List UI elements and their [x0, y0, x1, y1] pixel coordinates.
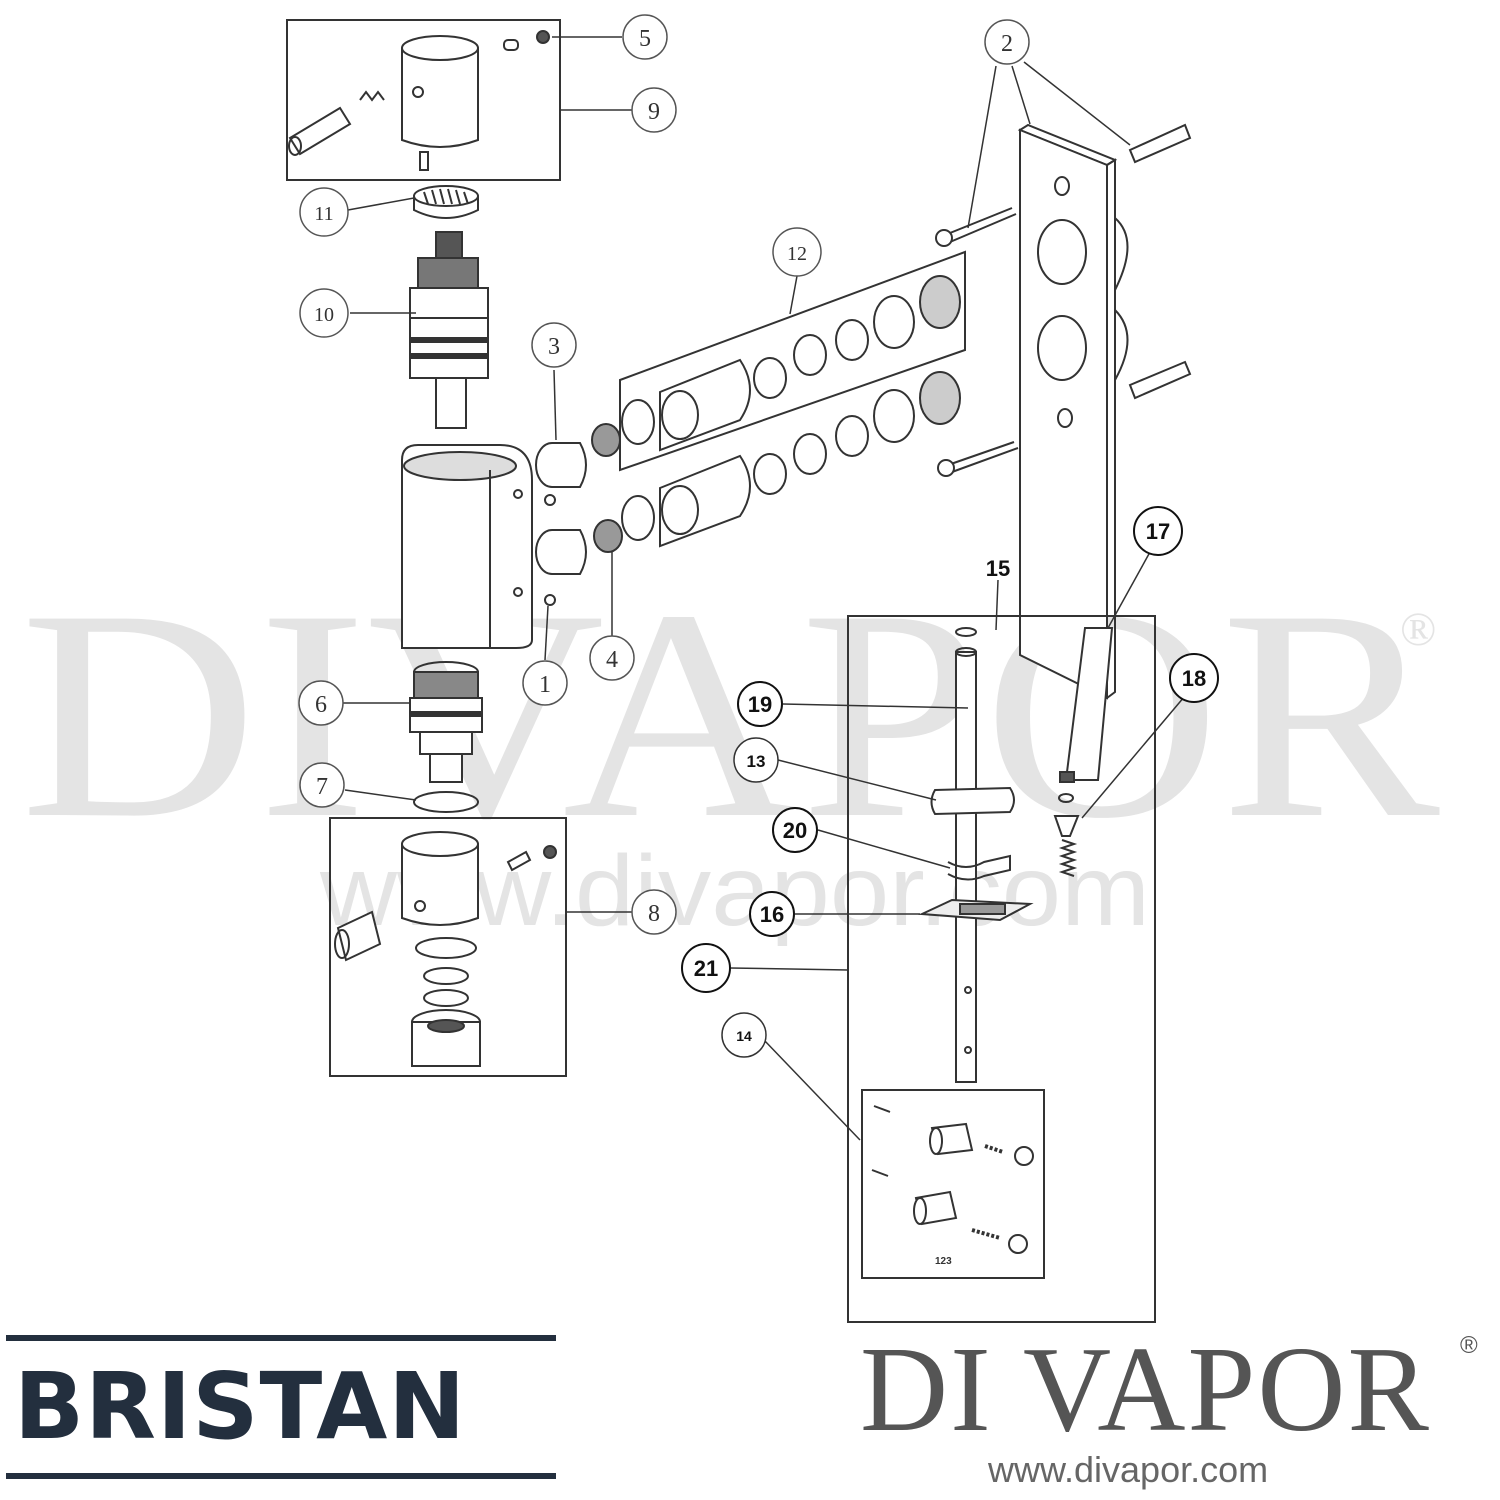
divapor-wordmark: DI VAPOR [860, 1322, 1431, 1457]
watermark-registered: ® [1400, 603, 1436, 656]
callout-label: 9 [648, 99, 660, 125]
leader-lines [343, 36, 1191, 1141]
callout-21: 21 [681, 943, 731, 993]
callout-label: 13 [747, 752, 766, 771]
callout-label: 16 [760, 902, 784, 927]
callout-label: 15 [986, 556, 1010, 581]
callout-label: 21 [694, 956, 718, 981]
check-valves [535, 423, 623, 606]
watermark: DIVAPOR ® www.divapor.com [20, 548, 1442, 947]
splined-ring [413, 185, 479, 219]
callout-15: 15 [986, 556, 1010, 581]
callout-13: 13 [733, 737, 779, 783]
callout-10: 10 [299, 288, 349, 338]
callout-5: 5 [622, 14, 668, 60]
callout-19: 19 [737, 681, 783, 727]
divapor-registered-mark: ® [1460, 1332, 1478, 1359]
callout-label: 4 [606, 647, 618, 673]
bristan-logo-bottom-rule [6, 1473, 556, 1479]
bristan-logo: BRISTAN [6, 1335, 556, 1485]
callout-label: 2 [1001, 31, 1013, 57]
callout-7: 7 [299, 762, 345, 808]
diverter-cartridge [409, 661, 483, 783]
callout-label: 12 [787, 243, 807, 265]
callout-14: 14 [721, 1012, 767, 1058]
callout-3: 3 [531, 322, 577, 368]
bristan-wordmark: BRISTAN [14, 1353, 467, 1460]
valve-body [401, 444, 533, 649]
callout-17: 17 [1133, 506, 1183, 556]
callout-label: 3 [548, 334, 560, 360]
callout-label: 10 [314, 304, 334, 326]
callout-label: 14 [736, 1028, 752, 1044]
callout-label: 19 [748, 692, 772, 717]
callout-12: 12 [772, 227, 822, 277]
callout-label: 7 [316, 774, 328, 800]
callout-label: 18 [1182, 666, 1206, 691]
divapor-logo: DI VAPOR ® www.divapor.com [860, 1320, 1500, 1500]
callout-label: 6 [315, 692, 327, 718]
o-ring [413, 791, 479, 813]
callout-20: 20 [772, 807, 818, 853]
bracket-kit-code: 123 [935, 1256, 952, 1267]
shower-kit-box [847, 615, 1156, 1323]
callout-8: 8 [631, 889, 677, 935]
wall-plate [935, 123, 1192, 700]
connector-kit [619, 250, 966, 548]
callout-1: 1 [522, 660, 568, 706]
callout-16: 16 [749, 891, 795, 937]
callout-label: 11 [314, 203, 333, 225]
callout-label: 8 [648, 901, 660, 927]
divapor-url: www.divapor.com [988, 1449, 1269, 1490]
thermostatic-cartridge [409, 231, 489, 429]
callout-label: 5 [639, 26, 651, 52]
callout-2: 2 [984, 19, 1030, 65]
handle-kit-bottom [329, 817, 567, 1077]
callout-label: 20 [783, 818, 807, 843]
callout-18: 18 [1169, 653, 1219, 703]
callout-9: 9 [631, 87, 677, 133]
callout-4: 4 [589, 635, 635, 681]
handle-kit-top [286, 19, 561, 181]
callout-label: 17 [1146, 519, 1170, 544]
callout-label: 1 [539, 672, 551, 698]
callout-6: 6 [298, 680, 344, 726]
bristan-logo-top-rule [6, 1335, 556, 1341]
watermark-main: DIVAPOR [20, 548, 1442, 880]
callout-11: 11 [299, 187, 349, 237]
